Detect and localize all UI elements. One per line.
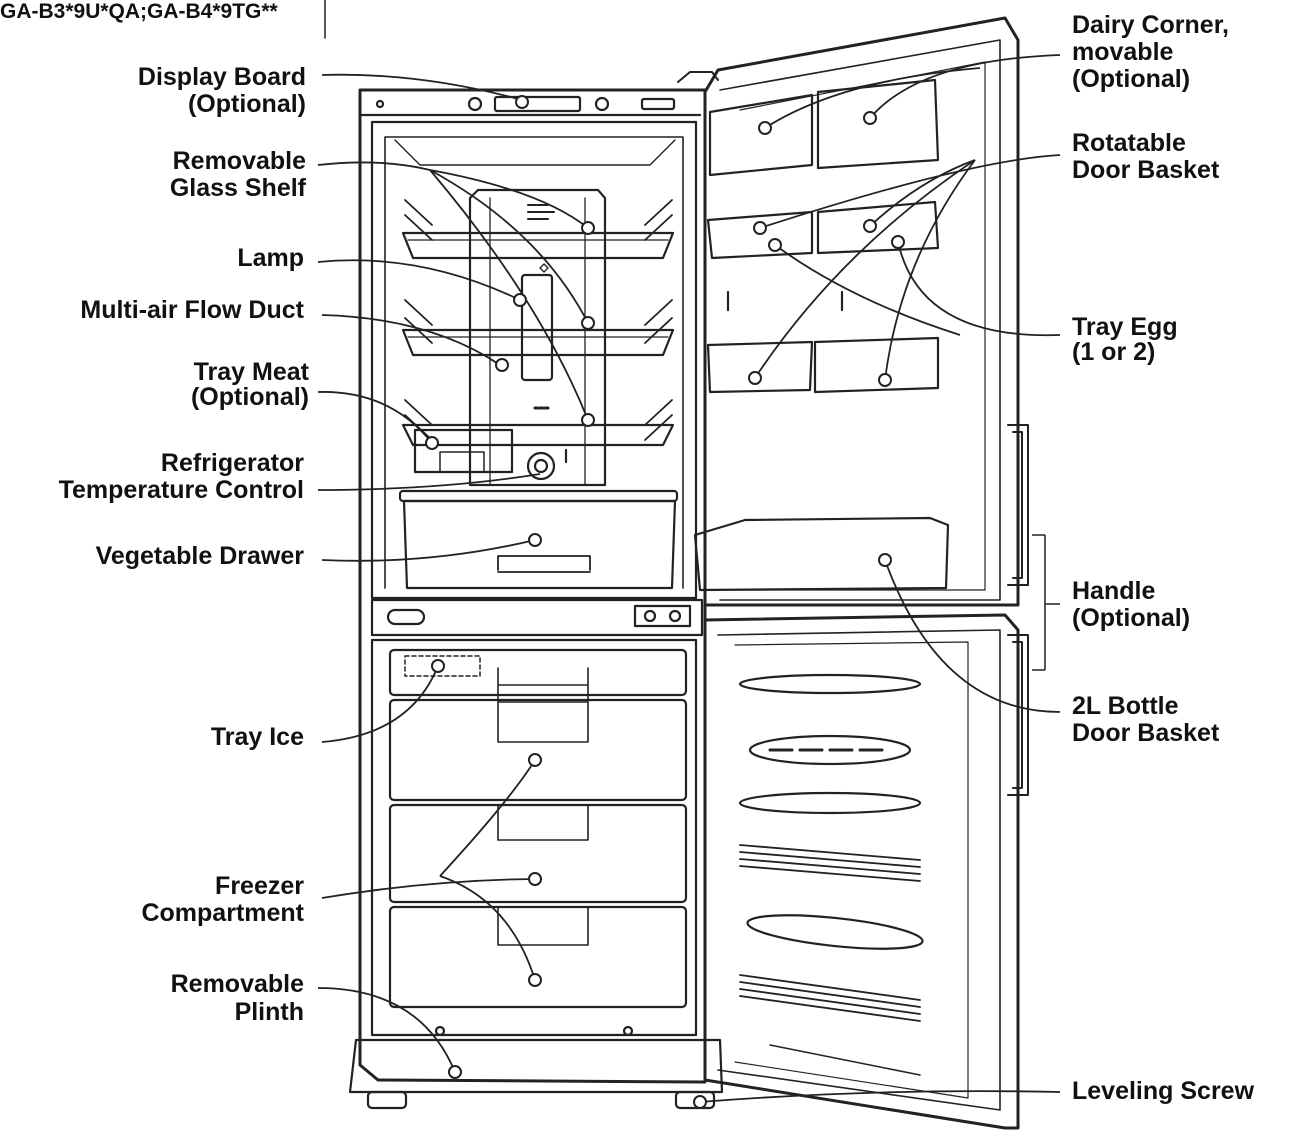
- dairy-bin-1: [710, 95, 812, 175]
- leader-lines: [318, 55, 1060, 1102]
- plinth: [350, 1040, 722, 1092]
- door-basket-2: [818, 202, 938, 253]
- callout-dots: [426, 96, 904, 1108]
- bottle-basket: [695, 518, 948, 590]
- fridge-liner: [372, 122, 696, 598]
- glass-shelf-3: [403, 425, 673, 445]
- door-basket-4: [815, 338, 938, 392]
- label-tray-meat: Tray Meat(Optional): [191, 360, 309, 410]
- lamp-housing: [522, 275, 552, 380]
- label-lamp: Lamp: [237, 245, 304, 272]
- label-handle: Handle(Optional): [1072, 578, 1190, 632]
- cabinet-outline: [360, 90, 705, 1082]
- label-dairy-corner: Dairy Corner,movable(Optional): [1072, 12, 1229, 93]
- glass-shelf-1: [403, 233, 673, 258]
- label-multi-air-flow-duct: Multi-air Flow Duct: [80, 297, 304, 324]
- vegetable-drawer-cover: [400, 491, 677, 501]
- freezer-drawer-2: [390, 805, 686, 902]
- label-tray-egg: Tray Egg(1 or 2): [1072, 315, 1178, 365]
- label-leveling-screw: Leveling Screw: [1072, 1078, 1254, 1105]
- freezer-drawer-1: [390, 700, 686, 800]
- label-tray-ice: Tray Ice: [211, 724, 304, 751]
- meat-tray: [415, 430, 512, 472]
- glass-shelf-2: [403, 330, 673, 355]
- door-basket-3: [708, 342, 812, 392]
- label-vegetable-drawer: Vegetable Drawer: [96, 543, 304, 570]
- dairy-bin-2: [818, 80, 938, 168]
- freezer-drawer-3: [390, 907, 686, 1007]
- display-board-panel: [495, 97, 580, 111]
- label-display-board: Display Board(Optional): [138, 64, 306, 118]
